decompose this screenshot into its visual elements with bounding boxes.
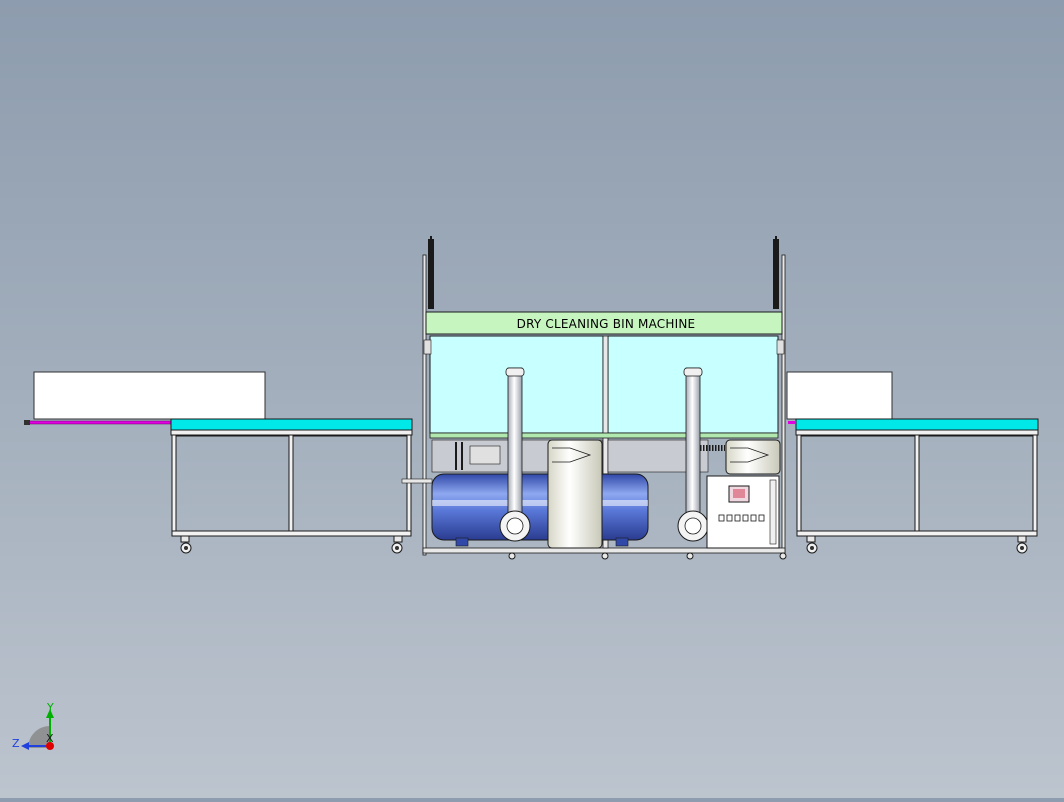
right-feed-hopper — [786, 371, 893, 420]
axis-y-label: Y — [46, 701, 54, 714]
right-vertical-duct — [677, 367, 709, 542]
left-table-caster-front — [180, 535, 192, 554]
right-table-caster-rear — [1016, 535, 1028, 554]
left-vertical-duct — [499, 367, 531, 542]
main-frame — [422, 236, 787, 560]
air-tank — [431, 473, 649, 547]
right-table-caster-front — [806, 535, 818, 554]
tank-fitting — [401, 478, 433, 484]
right-conveyor-table — [788, 418, 1039, 537]
filter-cylinder — [547, 439, 603, 549]
left-feed-hopper — [33, 371, 266, 420]
filter-cylinder-right — [725, 439, 781, 475]
hopper-base-flange — [429, 432, 779, 439]
left-table-caster-rear — [391, 535, 403, 554]
axis-z-label: Z — [12, 737, 20, 750]
left-conveyor-table — [170, 418, 413, 537]
machine-title: DRY CLEANING BIN MACHINE — [517, 317, 696, 331]
left-feed-rail — [24, 420, 174, 425]
machine-title-panel: DRY CLEANING BIN MACHINE — [425, 311, 783, 335]
control-cabinet — [706, 475, 780, 549]
coordinate-triad: Y Z X — [12, 701, 54, 750]
axis-x-label: X — [46, 732, 54, 745]
